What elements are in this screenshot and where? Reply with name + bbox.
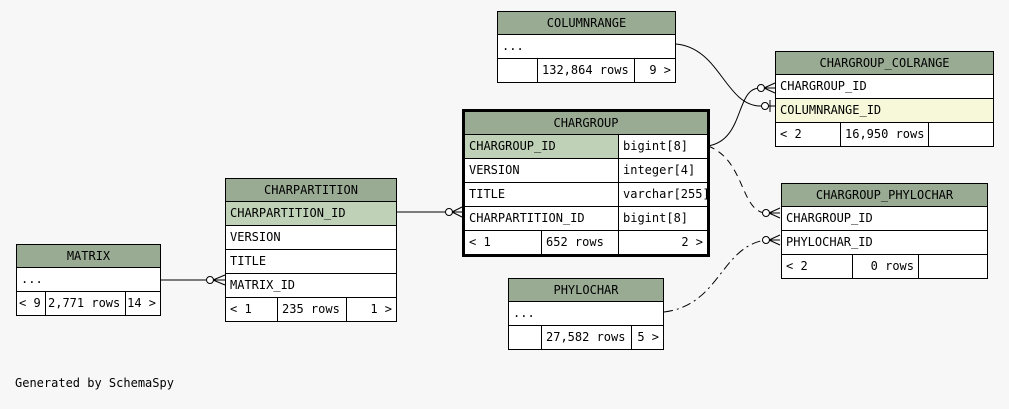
parents-count[interactable]: < 1 — [465, 231, 542, 254]
column-chargroup-id: CHARGROUP_ID — [786, 211, 873, 225]
children-count[interactable]: 14 > — [127, 296, 156, 310]
crowfoot-marker — [762, 209, 770, 217]
parents-count[interactable]: < 2 — [776, 123, 841, 146]
column-type: bigint[8] — [623, 139, 689, 153]
table-title[interactable]: CHARPARTITION — [226, 179, 396, 202]
table-title[interactable]: PHYLOCHAR — [509, 279, 663, 302]
column-name: CHARGROUP_ID — [465, 135, 619, 158]
children-count — [929, 123, 993, 146]
crowfoot-marker — [206, 276, 214, 284]
fk-chargroup-phylochar-line — [707, 145, 766, 214]
table-title[interactable]: MATRIX — [17, 245, 160, 268]
children-count[interactable]: 9 > — [649, 63, 671, 77]
parents-count[interactable]: < 1 — [226, 298, 278, 321]
column-name: VERSION — [465, 159, 619, 182]
row-count: 16,950 rows — [841, 123, 929, 146]
row-count: 132,864 rows — [538, 59, 635, 82]
column-name: TITLE — [230, 254, 267, 268]
generated-by-footer: Generated by SchemaSpy — [15, 376, 174, 390]
column-columnrange-id: COLUMNRANGE_ID — [780, 103, 882, 117]
column-type: varchar[255] — [623, 187, 707, 201]
column-name: CHARPARTITION_ID — [465, 207, 619, 230]
column-name: CHARPARTITION_ID — [230, 206, 346, 220]
crowfoot-marker — [761, 102, 769, 110]
fk-chargroup-colrange-line — [707, 87, 761, 147]
crowfoot-marker — [445, 208, 453, 216]
table-title[interactable]: CHARGROUP — [465, 112, 707, 135]
table-title[interactable]: COLUMNRANGE — [498, 12, 675, 35]
parents-count — [498, 59, 538, 82]
parents-count — [509, 326, 542, 349]
table-matrix[interactable]: MATRIX ... < 9 2,771 rows 14 > — [16, 244, 161, 316]
parents-count[interactable]: < 9 — [17, 292, 46, 315]
table-chargroup-colrange[interactable]: CHARGROUP_COLRANGE CHARGROUP_ID COLUMNRA… — [775, 51, 994, 147]
row-count: 0 rows — [853, 255, 919, 278]
children-count[interactable]: 1 > — [370, 302, 392, 316]
column-chargroup-id: CHARGROUP_ID — [780, 79, 867, 93]
row-count: 27,582 rows — [542, 326, 632, 349]
row-count: 2,771 rows — [46, 292, 126, 315]
more-columns: ... — [513, 306, 535, 320]
row-count: 652 rows — [542, 231, 619, 254]
crowfoot-marker — [757, 84, 765, 92]
column-name: MATRIX_ID — [230, 278, 296, 292]
children-count — [919, 255, 987, 278]
more-columns: ... — [21, 272, 43, 286]
column-type: integer[4] — [623, 163, 696, 177]
table-charpartition[interactable]: CHARPARTITION CHARPARTITION_ID VERSION T… — [225, 178, 397, 322]
column-name: VERSION — [230, 230, 281, 244]
table-chargroup-phylochar[interactable]: CHARGROUP_PHYLOCHAR CHARGROUP_ID PHYLOCH… — [781, 183, 988, 279]
table-columnrange[interactable]: COLUMNRANGE ... 132,864 rows 9 > — [497, 11, 676, 83]
children-count[interactable]: 2 > — [681, 235, 703, 249]
table-title[interactable]: CHARGROUP_PHYLOCHAR — [782, 184, 987, 207]
table-title[interactable]: CHARGROUP_COLRANGE — [776, 52, 993, 75]
column-name: TITLE — [465, 183, 619, 206]
column-type: bigint[8] — [623, 211, 689, 225]
parents-count[interactable]: < 2 — [782, 255, 853, 278]
table-chargroup[interactable]: CHARGROUP CHARGROUP_ID bigint[8] VERSION… — [462, 109, 710, 257]
children-count[interactable]: 5 > — [637, 330, 659, 344]
fk-columnrange-line — [675, 43, 775, 107]
column-phylochar-id: PHYLOCHAR_ID — [786, 235, 873, 249]
table-phylochar[interactable]: PHYLOCHAR ... 27,582 rows 5 > — [508, 278, 664, 350]
crowfoot-marker — [762, 236, 770, 244]
row-count: 235 rows — [278, 298, 347, 321]
more-columns: ... — [502, 39, 524, 53]
